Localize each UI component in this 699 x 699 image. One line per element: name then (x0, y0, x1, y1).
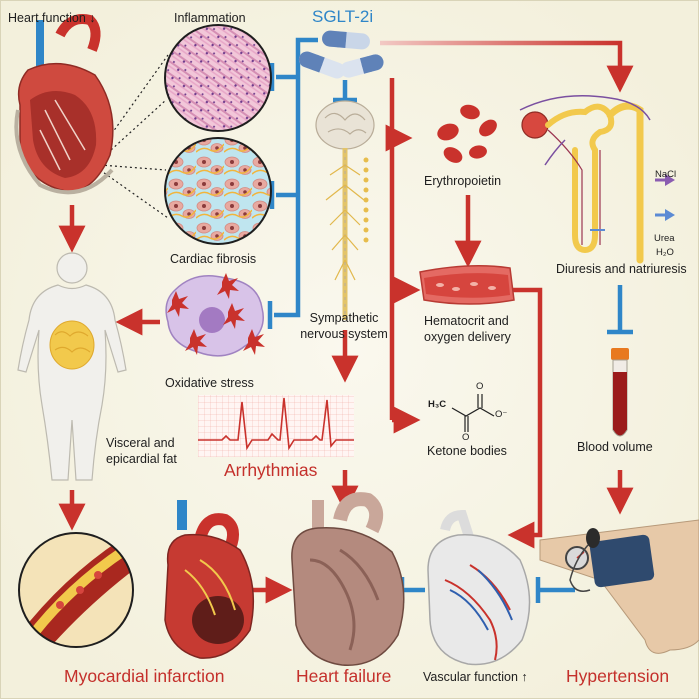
human-body (17, 252, 127, 481)
sglt2i-pills (298, 30, 384, 79)
red-arrows (58, 40, 634, 604)
zoom-lines (99, 54, 169, 219)
hematocrit-line-2: oxygen delivery (424, 329, 511, 344)
arrhythmias-label: Arrhythmias (224, 460, 318, 480)
myocardial-infarction-label: Myocardial infarction (64, 666, 225, 686)
nephron (519, 94, 675, 264)
inhibition-bracket-left (267, 37, 357, 329)
heart-vascular (427, 509, 531, 666)
sympathetic-line-2: nervous system (300, 326, 388, 341)
cardiac-fibrosis-histology (164, 137, 272, 245)
heart-failure-label: Heart failure (296, 666, 392, 686)
hematocrit-label: Hematocrit and oxygen delivery (424, 314, 511, 345)
ketone-h3c-label: H₃C (428, 399, 447, 410)
blood-tube (611, 348, 629, 437)
visceral-fat-label: Visceral and epicardial fat (106, 436, 177, 467)
ketone-ominus-label: O⁻ (495, 409, 508, 420)
nacl-label: NaCl (655, 169, 677, 180)
urea-label: Urea (654, 233, 675, 244)
erythropoietin-label: Erythropoietin (424, 174, 502, 188)
heart-infarction (164, 500, 255, 659)
visceral-line-2: epicardial fat (106, 451, 177, 466)
erythrocytes (437, 104, 497, 163)
h2o-label: H₂O (656, 247, 674, 258)
vascular-function-label: Vascular function ↑ (423, 670, 528, 684)
ecg-strip (198, 395, 354, 457)
heart-failure (291, 492, 405, 666)
ketone-bodies-label: Ketone bodies (427, 444, 507, 458)
ketone-o-top-label: O (476, 381, 484, 392)
heart-function-label: Heart function ↓ (8, 11, 96, 25)
sympathetic-line-1: Sympathetic (309, 311, 379, 325)
blood-vessel-hematocrit (419, 265, 515, 305)
oxidative-stress-cell (165, 273, 265, 357)
hematocrit-line-1: Hematocrit and (424, 314, 509, 328)
sglt2i-label: SGLT-2i (312, 7, 374, 26)
hypertension-label: Hypertension (566, 666, 670, 686)
diuresis-label: Diuresis and natriuresis (556, 262, 687, 276)
oxidative-stress-label: Oxidative stress (165, 376, 254, 390)
brain-spinal-cord (315, 100, 375, 320)
blood-volume-label: Blood volume (577, 440, 653, 454)
arm-bp-cuff (539, 519, 699, 654)
heart-cross-section (14, 14, 114, 195)
ketone-o-bottom-label: O (462, 432, 470, 443)
cardiac-fibrosis-label: Cardiac fibrosis (170, 252, 257, 266)
visceral-line-1: Visceral and (106, 436, 175, 450)
ketone-structure (451, 394, 495, 432)
inflammation-histology (164, 24, 272, 132)
sympathetic-label: Sympathetic nervous system (296, 311, 392, 342)
inflammation-label: Inflammation (174, 11, 246, 25)
